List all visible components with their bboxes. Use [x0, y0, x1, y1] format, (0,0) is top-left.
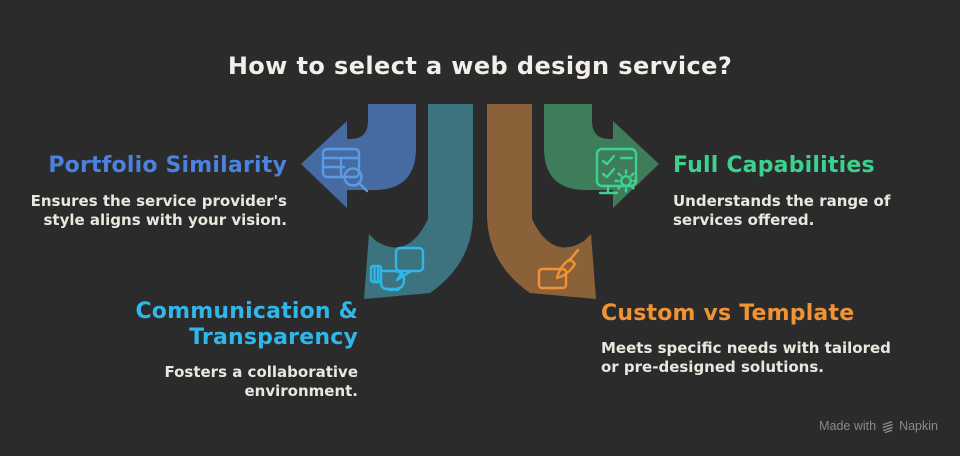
section-heading: Full Capabilities	[673, 153, 875, 178]
section-description: Ensures the service provider's style ali…	[30, 192, 287, 229]
section-communication-transparency: Communication & Transparency Fosters a c…	[135, 299, 358, 401]
checklist-gear-icon	[595, 147, 638, 195]
section-heading: Communication & Transparency	[135, 299, 358, 350]
section-custom-vs-template: Custom vs Template Meets specific needs …	[601, 301, 891, 377]
section-description: Fosters a collaborative environment.	[164, 363, 358, 400]
napkin-logo-icon	[882, 420, 893, 433]
section-full-capabilities: Full Capabilities Understands the range …	[673, 153, 890, 230]
section-portfolio-similarity: Portfolio Similarity Ensures the service…	[31, 153, 287, 230]
table-search-icon	[321, 147, 369, 193]
page-title: How to select a web design service?	[227, 52, 733, 80]
watermark-brand: Napkin	[899, 419, 938, 433]
chat-handshake-icon	[369, 246, 425, 292]
section-heading: Portfolio Similarity	[48, 153, 287, 178]
section-description: Understands the range of services offere…	[673, 192, 891, 229]
paintbrush-icon	[537, 248, 580, 290]
section-description: Meets specific needs with tailored or pr…	[601, 339, 891, 376]
made-with-napkin-watermark: Made with Napkin	[819, 419, 938, 433]
section-heading: Custom vs Template	[601, 301, 855, 326]
watermark-prefix: Made with	[819, 419, 877, 433]
